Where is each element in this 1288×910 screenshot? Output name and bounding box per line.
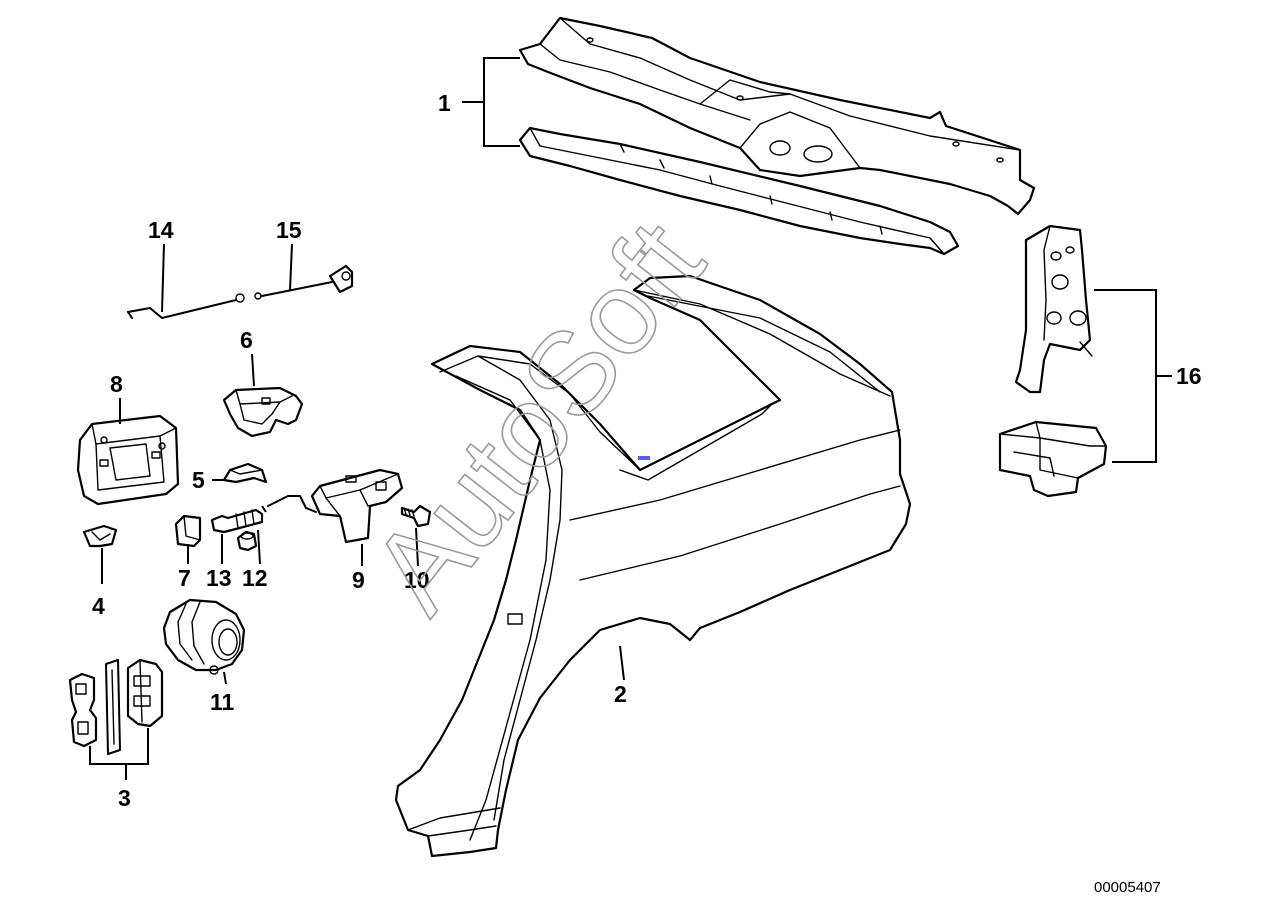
bracket-16 <box>1094 289 1172 463</box>
part-1-lower-rail[interactable] <box>518 126 960 256</box>
leader-15 <box>289 243 293 291</box>
bracket-3 <box>89 728 149 780</box>
label-10: 10 <box>404 567 430 593</box>
part-3-hinge-left[interactable] <box>68 672 98 748</box>
part-4-clip[interactable] <box>82 524 118 548</box>
label-6: 6 <box>240 327 253 353</box>
leader-11 <box>223 671 227 685</box>
part-8-filler-flap[interactable] <box>76 414 180 506</box>
label-15: 15 <box>276 217 302 243</box>
leader-12 <box>257 505 267 565</box>
part-2-side-panel[interactable] <box>394 274 912 858</box>
part-6-housing[interactable] <box>222 386 304 438</box>
leader-14 <box>161 243 165 313</box>
part-14-cable[interactable] <box>127 293 245 319</box>
label-2: 2 <box>614 681 627 707</box>
part-5-cap[interactable] <box>222 462 268 484</box>
part-1-upper-crossmember[interactable] <box>518 16 1036 216</box>
part-11-boot[interactable] <box>162 598 246 675</box>
watermark-mark <box>638 456 650 460</box>
label-1: 1 <box>438 90 451 116</box>
part-12-grommet[interactable] <box>236 530 258 552</box>
label-16: 16 <box>1176 363 1202 389</box>
part-7-block[interactable] <box>174 514 202 548</box>
part-10-screw[interactable] <box>400 504 432 528</box>
label-14: 14 <box>148 217 174 243</box>
label-12: 12 <box>242 565 268 591</box>
drawing-code: 00005407 <box>1094 879 1161 896</box>
label-3: 3 <box>118 785 131 811</box>
bracket-1 <box>462 57 520 147</box>
label-11: 11 <box>210 689 235 715</box>
part-16-floor-bracket[interactable] <box>998 420 1108 498</box>
label-7: 7 <box>178 565 191 591</box>
label-9: 9 <box>352 567 365 593</box>
label-4: 4 <box>92 593 105 619</box>
part-16-pillar-bracket[interactable] <box>1014 224 1093 394</box>
part-13-bolt[interactable] <box>210 508 264 534</box>
label-13: 13 <box>206 565 232 591</box>
part-3-hinge-right[interactable] <box>126 658 164 728</box>
label-8: 8 <box>110 371 123 397</box>
leader-2 <box>619 645 625 681</box>
leader-10 <box>415 527 419 567</box>
leader-6 <box>251 353 255 387</box>
part-15-cable[interactable] <box>254 264 354 300</box>
label-5: 5 <box>192 467 205 493</box>
part-3-hinge-center[interactable] <box>105 659 121 755</box>
part-9-actuator[interactable] <box>267 468 404 544</box>
